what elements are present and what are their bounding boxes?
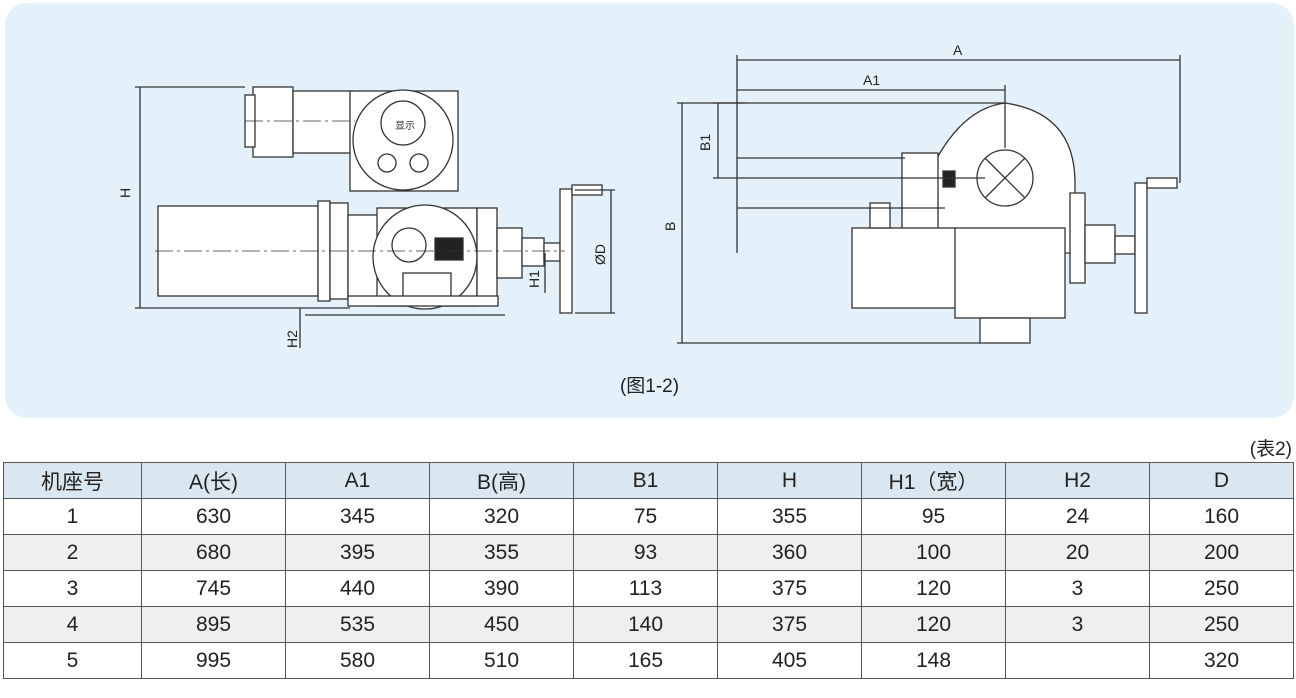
dim-B: B	[662, 222, 678, 231]
right-view	[677, 55, 1181, 344]
table-cell: 1	[3, 498, 142, 535]
dim-D: ØD	[592, 244, 608, 265]
figure-caption: (图1-2)	[619, 376, 680, 397]
dim-B1: B1	[697, 134, 713, 151]
table-cell: 95	[861, 498, 1006, 535]
header-a: A(长)	[141, 462, 286, 499]
table-cell: 510	[429, 642, 574, 679]
dim-A1: A1	[863, 72, 880, 88]
table-cell: 440	[285, 570, 430, 607]
dim-H: H	[117, 188, 133, 198]
table-cell: 375	[717, 606, 862, 643]
table-cell: 250	[1149, 606, 1294, 643]
table-cell: 630	[141, 498, 286, 535]
header-frame: 机座号	[3, 462, 142, 499]
table-cell: 2	[3, 534, 142, 571]
table-cell: 250	[1149, 570, 1294, 607]
dim-A: A	[953, 42, 963, 58]
table-cell: 75	[573, 498, 718, 535]
table-cell: 20	[1005, 534, 1150, 571]
table-cell: 580	[285, 642, 430, 679]
table-cell: 160	[1149, 498, 1294, 535]
header-h1: H1（宽）	[861, 462, 1006, 499]
table-cell: 390	[429, 570, 574, 607]
header-a1: A1	[285, 462, 430, 499]
display-label: 显示	[395, 120, 415, 132]
table-note: (表2)	[1249, 439, 1292, 460]
header-b: B(高)	[429, 462, 574, 499]
table-cell: 395	[285, 534, 430, 571]
table-cell: 100	[861, 534, 1006, 571]
header-h2: H2	[1005, 462, 1150, 499]
header-d: D	[1149, 462, 1294, 499]
table-cell: 24	[1005, 498, 1150, 535]
table-cell: 450	[429, 606, 574, 643]
table-cell: 405	[717, 642, 862, 679]
table-cell: 535	[285, 606, 430, 643]
table-cell	[1005, 642, 1150, 679]
table-cell: 93	[573, 534, 718, 571]
dim-H2: H2	[284, 330, 300, 348]
table-cell: 120	[861, 570, 1006, 607]
table-cell: 320	[429, 498, 574, 535]
table-cell: 5	[3, 642, 142, 679]
table-cell: 200	[1149, 534, 1294, 571]
table-cell: 165	[573, 642, 718, 679]
left-view	[135, 86, 615, 348]
table-cell: 113	[573, 570, 718, 607]
table-cell: 745	[141, 570, 286, 607]
table-cell: 895	[141, 606, 286, 643]
table-cell: 120	[861, 606, 1006, 643]
table-cell: 3	[1005, 570, 1150, 607]
table-cell: 360	[717, 534, 862, 571]
table-cell: 320	[1149, 642, 1294, 679]
header-b1: B1	[573, 462, 718, 499]
table-cell: 4	[3, 606, 142, 643]
table-cell: 355	[429, 534, 574, 571]
table-cell: 140	[573, 606, 718, 643]
table-cell: 355	[717, 498, 862, 535]
table-cell: 375	[717, 570, 862, 607]
table-header-row: 机座号 A(长) A1 B(高) B1 H H1（宽） H2 D	[3, 462, 1294, 499]
actuator-drawing: 显示 H H2 H1 ØD A A1 B B1	[117, 42, 1181, 348]
table-cell: 3	[1005, 606, 1150, 643]
header-h: H	[717, 462, 862, 499]
table-cell: 680	[141, 534, 286, 571]
table-cell: 3	[3, 570, 142, 607]
table-cell: 345	[285, 498, 430, 535]
dim-H1: H1	[526, 270, 542, 288]
table-cell: 995	[141, 642, 286, 679]
table-cell: 148	[861, 642, 1006, 679]
diagram-panel: 显示 H H2 H1 ØD A A1 B B1 (图1-2)	[5, 3, 1294, 418]
